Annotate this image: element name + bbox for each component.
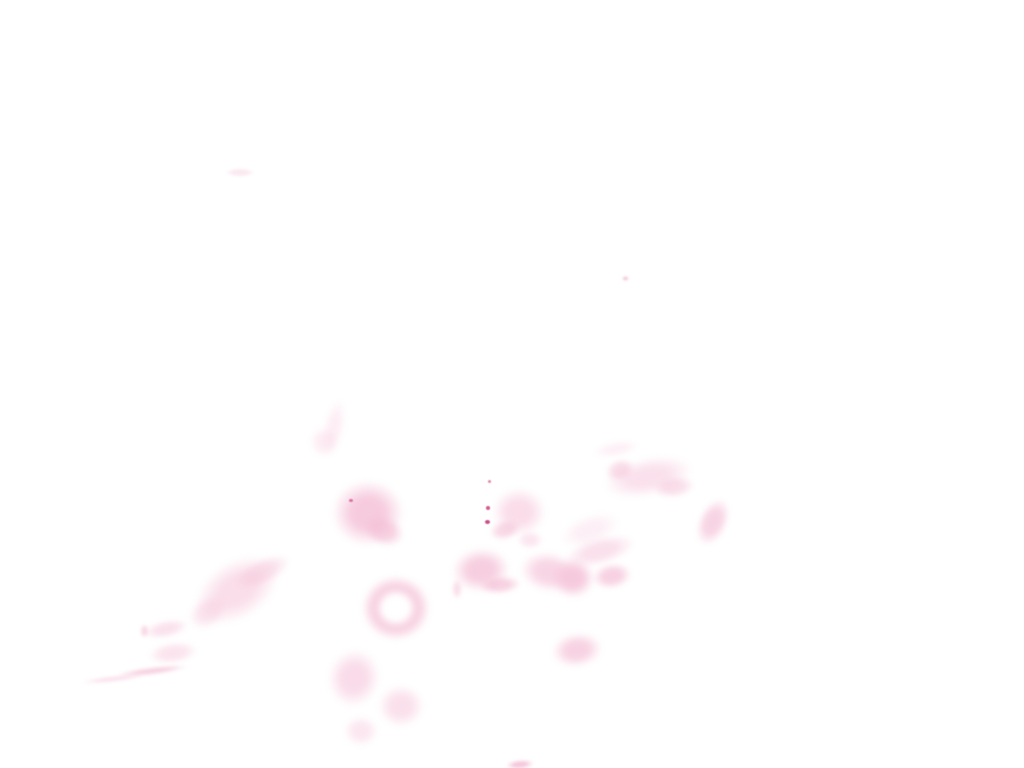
pink-stain-blob	[359, 509, 409, 553]
pink-stain-blob	[549, 629, 605, 671]
pink-stain-blob	[225, 167, 255, 177]
pink-stain-blob	[561, 528, 639, 574]
pink-stain-blob	[332, 480, 404, 546]
pink-stain-blob	[602, 454, 638, 486]
pink-stain-blob	[651, 473, 697, 501]
pink-stain-blob	[555, 505, 625, 555]
pink-stain-blob	[146, 638, 200, 668]
pink-stain-blob	[486, 516, 524, 544]
pink-stain-blob	[551, 558, 595, 598]
dark-pink-speck	[486, 506, 490, 510]
dark-pink-speck	[349, 498, 353, 502]
pink-stain-blob	[305, 423, 343, 461]
pink-stain-ring	[362, 576, 430, 640]
pink-stain-blob	[516, 547, 582, 597]
pink-stain-blob	[139, 624, 149, 638]
pink-stain-blob	[115, 662, 189, 680]
pink-stain-blob	[318, 397, 350, 457]
pink-stain-blob	[450, 545, 512, 595]
pink-stain-blob	[505, 758, 535, 768]
pink-stain-blob	[182, 587, 234, 637]
dark-pink-speck	[487, 479, 491, 483]
pink-stain-blob	[688, 493, 738, 551]
pink-stain-blob	[344, 716, 378, 746]
pink-stain-blob	[600, 449, 696, 505]
pink-stain-blob	[517, 531, 543, 549]
pink-stain-blob	[478, 574, 522, 596]
pink-stain-blob	[378, 685, 424, 727]
pink-stain-blob	[621, 275, 629, 281]
pink-stain-blob	[228, 547, 296, 597]
pink-stain-blob	[80, 672, 146, 686]
pink-stain-blob	[591, 437, 641, 461]
pink-stain-blob	[492, 488, 546, 536]
pink-stain-blob	[182, 541, 292, 639]
pink-stain-blob	[590, 559, 634, 593]
pink-stain-blob	[141, 615, 191, 643]
pink-stain-blob	[452, 579, 462, 599]
dark-pink-speck	[484, 520, 490, 524]
pink-stain-blob	[321, 643, 387, 713]
